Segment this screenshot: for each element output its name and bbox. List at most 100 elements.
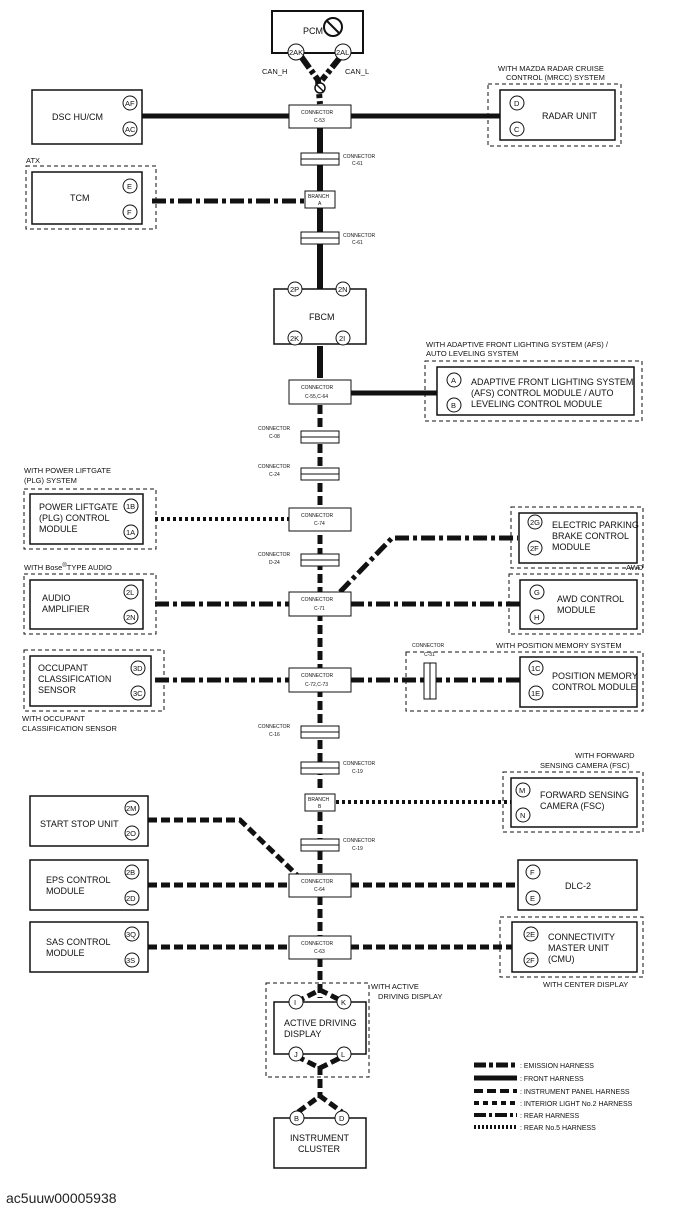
- svg-text:CONNECTOR: CONNECTOR: [301, 597, 334, 603]
- awd-control-module[interactable]: AWD CONTROL MODULE G H: [519, 579, 638, 630]
- afs-control-module[interactable]: ADAPTIVE FRONT LIGHTING SYSTEM (AFS) CON…: [436, 366, 635, 416]
- svg-text:I: I: [294, 998, 296, 1007]
- occupant-classification-sensor[interactable]: OCCUPANT CLASSIFICATION SENSOR 3D 3C: [29, 655, 152, 707]
- figure-id: ac5uuw00005938: [6, 1190, 117, 1206]
- svg-text:1E: 1E: [531, 689, 540, 698]
- svg-text:FBCM: FBCM: [309, 312, 335, 322]
- connector-c61b[interactable]: CONNECTOR C-61: [300, 231, 376, 246]
- forward-sensing-camera[interactable]: FORWARD SENSING CAMERA (FSC) M N: [510, 777, 638, 828]
- svg-text:CONNECTIVITY: CONNECTIVITY: [548, 932, 615, 942]
- connector-c55-c64[interactable]: CONNECTOR C-55,C-64: [288, 379, 352, 405]
- svg-text:2D: 2D: [126, 894, 136, 903]
- svg-text:C-16: C-16: [269, 732, 280, 738]
- svg-text:EPS CONTROL: EPS CONTROL: [46, 875, 111, 885]
- svg-text:RADAR UNIT: RADAR UNIT: [542, 111, 598, 121]
- sas-control-module[interactable]: SAS CONTROL MODULE 3Q 3S: [29, 921, 149, 973]
- branch-a[interactable]: BRANCH A: [304, 190, 336, 209]
- svg-text:F: F: [530, 868, 535, 877]
- bose-note: WITH Bose®TYPE AUDIO: [24, 562, 112, 572]
- svg-text:AUTO LEVELING SYSTEM: AUTO LEVELING SYSTEM: [426, 349, 518, 358]
- wire-epb: [338, 535, 518, 594]
- start-stop-unit[interactable]: START STOP UNIT 2M 2O: [29, 795, 149, 847]
- svg-text:E: E: [127, 182, 132, 191]
- pm-note: WITH POSITION MEMORY SYSTEM: [496, 641, 622, 650]
- svg-text:3C: 3C: [133, 689, 143, 698]
- eps-control-module[interactable]: EPS CONTROL MODULE 2B 2D: [29, 859, 149, 911]
- svg-text:SENSING CAMERA (FSC): SENSING CAMERA (FSC): [540, 761, 630, 770]
- connector-c24[interactable]: CONNECTOR C-24: [258, 464, 340, 481]
- wire-ssu: [148, 817, 302, 880]
- svg-text:OCCUPANT: OCCUPANT: [38, 663, 88, 673]
- dsc-hu-cm-module[interactable]: DSC HU/CM AF AC: [31, 89, 143, 145]
- position-memory-control-module[interactable]: POSITION MEMORY CONTROL MODULE 1C 1E: [519, 656, 638, 708]
- instrument-cluster[interactable]: INSTRUMENT CLUSTER B D: [273, 1110, 367, 1169]
- svg-text:2L: 2L: [126, 588, 134, 597]
- legend-emission: : EMISSION HARNESS: [520, 1063, 594, 1070]
- svg-text:D: D: [514, 99, 520, 108]
- svg-text:CONNECTOR: CONNECTOR: [301, 941, 334, 947]
- svg-text:2O: 2O: [126, 829, 136, 838]
- plg-note: WITH POWER LIFTGATE: [24, 466, 111, 475]
- connector-c31[interactable]: CONNECTOR C-31: [412, 643, 445, 700]
- svg-text:D-24: D-24: [269, 560, 280, 566]
- svg-text:G: G: [534, 588, 540, 597]
- awd-note: AWD: [626, 563, 644, 572]
- svg-text:C-53: C-53: [314, 118, 325, 124]
- connector-c53[interactable]: CONNECTOR C-53: [288, 104, 352, 129]
- connector-c19a[interactable]: CONNECTOR C-19: [300, 761, 376, 775]
- svg-text:2F: 2F: [526, 956, 535, 965]
- active-driving-display[interactable]: ACTIVE DRIVING DISPLAY I K J L: [273, 994, 367, 1062]
- svg-text:B: B: [294, 1114, 299, 1123]
- epb-control-module[interactable]: ELECTRIC PARKING BRAKE CONTROL MODULE 2G…: [518, 512, 639, 564]
- svg-text:3D: 3D: [133, 664, 143, 673]
- connector-c08[interactable]: CONNECTOR C-08: [258, 426, 340, 444]
- fbcm-module[interactable]: FBCM 2P 2N 2K 2I: [273, 281, 367, 346]
- svg-text:2I: 2I: [339, 334, 345, 343]
- connector-c61a[interactable]: CONNECTOR C-61: [300, 152, 376, 167]
- twisted-pair-icon: [314, 82, 326, 94]
- connector-c16[interactable]: CONNECTOR C-16: [258, 724, 340, 739]
- wire-emission-pcm: [297, 53, 323, 105]
- connector-c64[interactable]: CONNECTOR C-64: [288, 873, 352, 898]
- can-h-label: CAN_H: [262, 67, 287, 76]
- svg-text:CONNECTOR: CONNECTOR: [258, 464, 291, 470]
- svg-text:POWER LIFTGATE: POWER LIFTGATE: [39, 502, 118, 512]
- svg-text:ACTIVE DRIVING: ACTIVE DRIVING: [284, 1018, 357, 1028]
- connector-c19b[interactable]: CONNECTOR C-19: [300, 838, 376, 852]
- legend-rear: : REAR HARNESS: [520, 1113, 579, 1120]
- svg-text:1B: 1B: [126, 502, 135, 511]
- connectivity-master-unit[interactable]: CONNECTIVITY MASTER UNIT (CMU) 2E 2F: [511, 921, 638, 973]
- svg-text:2N: 2N: [126, 613, 136, 622]
- radar-unit-module[interactable]: RADAR UNIT D C: [499, 89, 616, 141]
- svg-text:2N: 2N: [338, 285, 348, 294]
- branch-b[interactable]: BRANCH B: [304, 793, 336, 812]
- pcm-module[interactable]: PCM 2AK 2AL: [271, 10, 364, 61]
- svg-text:K: K: [341, 998, 346, 1007]
- connector-c63[interactable]: CONNECTOR C-63: [288, 935, 352, 960]
- svg-text:CONNECTOR: CONNECTOR: [301, 513, 334, 519]
- dlc-2-connector[interactable]: DLC-2 F E: [517, 859, 638, 911]
- svg-text:AF: AF: [125, 99, 135, 108]
- svg-text:BRANCH: BRANCH: [308, 194, 330, 200]
- svg-text:AUDIO: AUDIO: [42, 593, 71, 603]
- plg-control-module[interactable]: POWER LIFTGATE (PLG) CONTROL MODULE 1B 1…: [29, 493, 144, 545]
- wire-ic: [294, 1053, 346, 1115]
- svg-text:B: B: [318, 804, 322, 810]
- connector-c71[interactable]: CONNECTOR C-71: [288, 591, 352, 617]
- svg-text:DISPLAY: DISPLAY: [284, 1029, 321, 1039]
- svg-text:M: M: [519, 786, 525, 795]
- connector-c74[interactable]: CONNECTOR C-74: [288, 507, 352, 532]
- svg-text:INSTRUMENT: INSTRUMENT: [290, 1133, 349, 1143]
- connector-c72-c73[interactable]: CONNECTOR C-72,C-73: [288, 667, 352, 693]
- legend-rear-no5: : REAR No.5 HARNESS: [520, 1125, 596, 1132]
- tcm-module[interactable]: TCM E F: [31, 171, 143, 225]
- add-note: WITH ACTIVE: [371, 982, 419, 991]
- can-l-label: CAN_L: [345, 67, 369, 76]
- svg-text:(PLG) SYSTEM: (PLG) SYSTEM: [24, 476, 77, 485]
- svg-text:MODULE: MODULE: [46, 948, 85, 958]
- connector-d24[interactable]: CONNECTOR D-24: [258, 552, 340, 567]
- svg-text:CAMERA (FSC): CAMERA (FSC): [540, 801, 605, 811]
- audio-amplifier-module[interactable]: AUDIO AMPLIFIER 2L 2N: [29, 579, 144, 630]
- mrcc-note: WITH MAZDA RADAR CRUISE: [498, 64, 604, 73]
- svg-text:C-19: C-19: [352, 846, 363, 852]
